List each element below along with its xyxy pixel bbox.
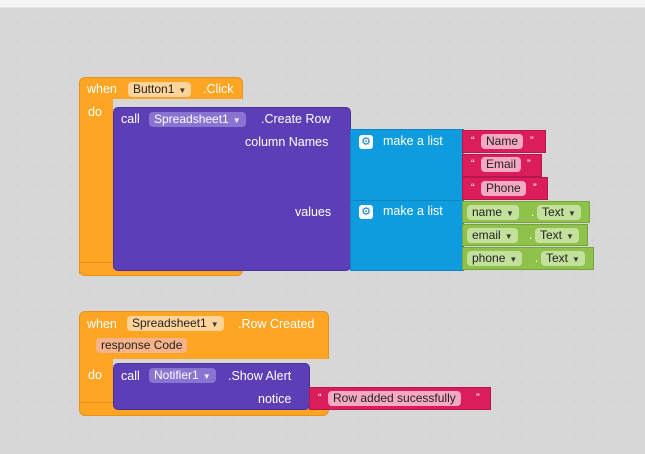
quote-open: “ xyxy=(471,135,475,147)
chevron-down-icon: ▼ xyxy=(509,255,518,264)
quote-close: ” xyxy=(530,135,534,147)
gear-icon[interactable]: ⚙ xyxy=(359,135,373,149)
property-dropdown-text[interactable]: Text▼ xyxy=(537,205,581,220)
event-parameter-response-code[interactable]: response Code xyxy=(96,338,188,353)
quote-close: ” xyxy=(533,182,537,194)
make-a-list-label: make a list xyxy=(383,204,443,218)
quote-open: “ xyxy=(471,182,475,194)
property-name: Text xyxy=(542,205,565,219)
make-a-list-label: make a list xyxy=(383,134,443,148)
chevron-down-icon: ▼ xyxy=(566,232,574,241)
quote-close: ” xyxy=(476,392,480,404)
chevron-down-icon: ▼ xyxy=(568,209,576,218)
component-name: Spreadsheet1 xyxy=(154,112,229,126)
blocks-workspace[interactable]: when Button1▼ .Click do call Spreadsheet… xyxy=(0,7,645,454)
text-value[interactable]: Row added sucessfully xyxy=(328,391,461,406)
property-dropdown-text[interactable]: Text▼ xyxy=(541,251,585,266)
when-label: when xyxy=(87,317,117,331)
component-dropdown-notifier1[interactable]: Notifier1▼ xyxy=(149,368,216,383)
dot-separator: . xyxy=(531,205,535,219)
component-name: Notifier1 xyxy=(154,368,199,382)
event-name: .Click xyxy=(203,82,234,96)
component-name: Button1 xyxy=(133,82,175,96)
property-name: Text xyxy=(540,228,563,242)
chevron-down-icon: ▼ xyxy=(178,86,187,95)
text-value[interactable]: Email xyxy=(481,157,522,172)
component-dropdown-spreadsheet1[interactable]: Spreadsheet1▼ xyxy=(127,316,224,331)
component-dropdown-spreadsheet1[interactable]: Spreadsheet1▼ xyxy=(149,112,246,127)
event-block-body xyxy=(79,99,113,274)
call-label: call xyxy=(121,369,140,383)
arg-column-names-label: column Names xyxy=(245,135,329,149)
call-label: call xyxy=(121,112,140,126)
method-name: .Create Row xyxy=(261,112,331,126)
property-dropdown-text[interactable]: Text▼ xyxy=(535,228,579,243)
top-bar xyxy=(0,0,645,7)
component-name: phone xyxy=(472,251,506,265)
chevron-down-icon: ▼ xyxy=(232,116,241,125)
text-value[interactable]: Name xyxy=(481,134,524,149)
when-label: when xyxy=(87,82,117,96)
call-block-create-row[interactable] xyxy=(113,107,351,271)
chevron-down-icon: ▼ xyxy=(202,372,211,381)
arg-values-label: values xyxy=(295,205,332,219)
component-name: name xyxy=(472,205,503,219)
component-name: Spreadsheet1 xyxy=(132,316,207,330)
component-dropdown-email[interactable]: email▼ xyxy=(467,228,518,243)
component-dropdown-phone[interactable]: phone▼ xyxy=(467,251,523,266)
component-dropdown-name[interactable]: name▼ xyxy=(467,205,519,220)
event-block-body xyxy=(79,358,113,404)
chevron-down-icon: ▼ xyxy=(506,209,514,218)
chevron-down-icon: ▼ xyxy=(210,320,219,329)
component-dropdown-button1[interactable]: Button1▼ xyxy=(128,82,192,97)
event-name: .Row Created xyxy=(238,317,315,331)
component-name: email xyxy=(472,228,501,242)
do-label: do xyxy=(88,105,102,119)
chevron-down-icon: ▼ xyxy=(504,232,513,241)
quote-close: ” xyxy=(527,158,531,170)
gear-icon[interactable]: ⚙ xyxy=(359,205,373,219)
quote-open: “ xyxy=(318,392,322,404)
method-name: .Show Alert xyxy=(228,369,292,383)
arg-notice-label: notice xyxy=(258,392,292,406)
text-value[interactable]: Phone xyxy=(481,181,526,196)
do-label: do xyxy=(88,368,102,382)
chevron-down-icon: ▼ xyxy=(572,255,580,264)
dot-separator: . xyxy=(529,228,533,242)
property-name: Text xyxy=(546,251,569,265)
quote-open: “ xyxy=(471,158,475,170)
dot-separator: . xyxy=(535,251,539,265)
